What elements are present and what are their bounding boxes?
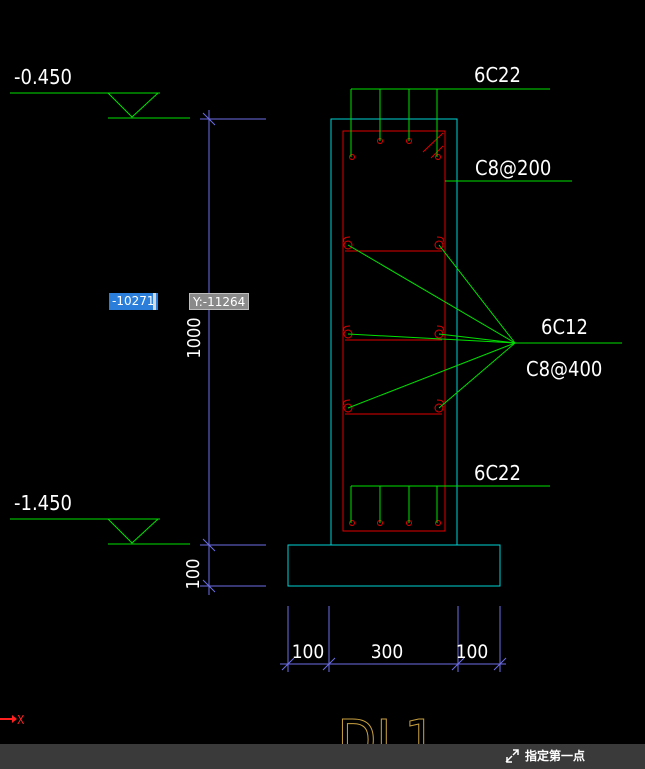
rebar-points <box>343 138 444 526</box>
beam-outline <box>287 118 501 587</box>
elevation-marker-bottom: -1.450 <box>10 491 190 545</box>
stirrup <box>342 130 446 532</box>
vertical-dimension <box>200 110 266 595</box>
side-bar-label: 6C12 <box>541 315 588 339</box>
rebar-top-label: 6C22 <box>474 63 521 87</box>
coordinate-x-input[interactable]: -10271 <box>109 293 158 310</box>
command-prompt[interactable]: 指定第一点 <box>504 747 585 765</box>
elevation-marker-top: -0.450 <box>10 65 190 119</box>
dim-mid-label: 300 <box>371 641 404 663</box>
coordinate-y-input[interactable]: Y:-11264 <box>189 293 250 310</box>
command-status-bar: 指定第一点 <box>0 744 645 769</box>
elevation-top-label: -0.450 <box>14 65 72 89</box>
elevation-bottom-label: -1.450 <box>14 491 72 515</box>
stirrup-label: C8@200 <box>475 156 551 180</box>
command-prompt-text: 指定第一点 <box>524 749 585 763</box>
horizontal-dimension <box>280 606 507 672</box>
leader-top-rebar <box>350 88 550 157</box>
dim-left-label: 100 <box>292 641 325 663</box>
dim-base-label: 100 <box>183 559 204 590</box>
dim-right-label: 100 <box>456 641 489 663</box>
leader-side-bars <box>347 244 622 409</box>
tie-label: C8@400 <box>526 357 602 381</box>
input-caret <box>153 293 156 310</box>
leader-bottom-rebar <box>350 485 550 523</box>
ucs-axis-icon: X <box>0 713 25 727</box>
command-arrows-icon <box>505 749 519 763</box>
rebar-bottom-label: 6C22 <box>474 461 521 485</box>
axis-x-label: X <box>17 713 25 727</box>
dim-height-label: 1000 <box>184 317 205 358</box>
